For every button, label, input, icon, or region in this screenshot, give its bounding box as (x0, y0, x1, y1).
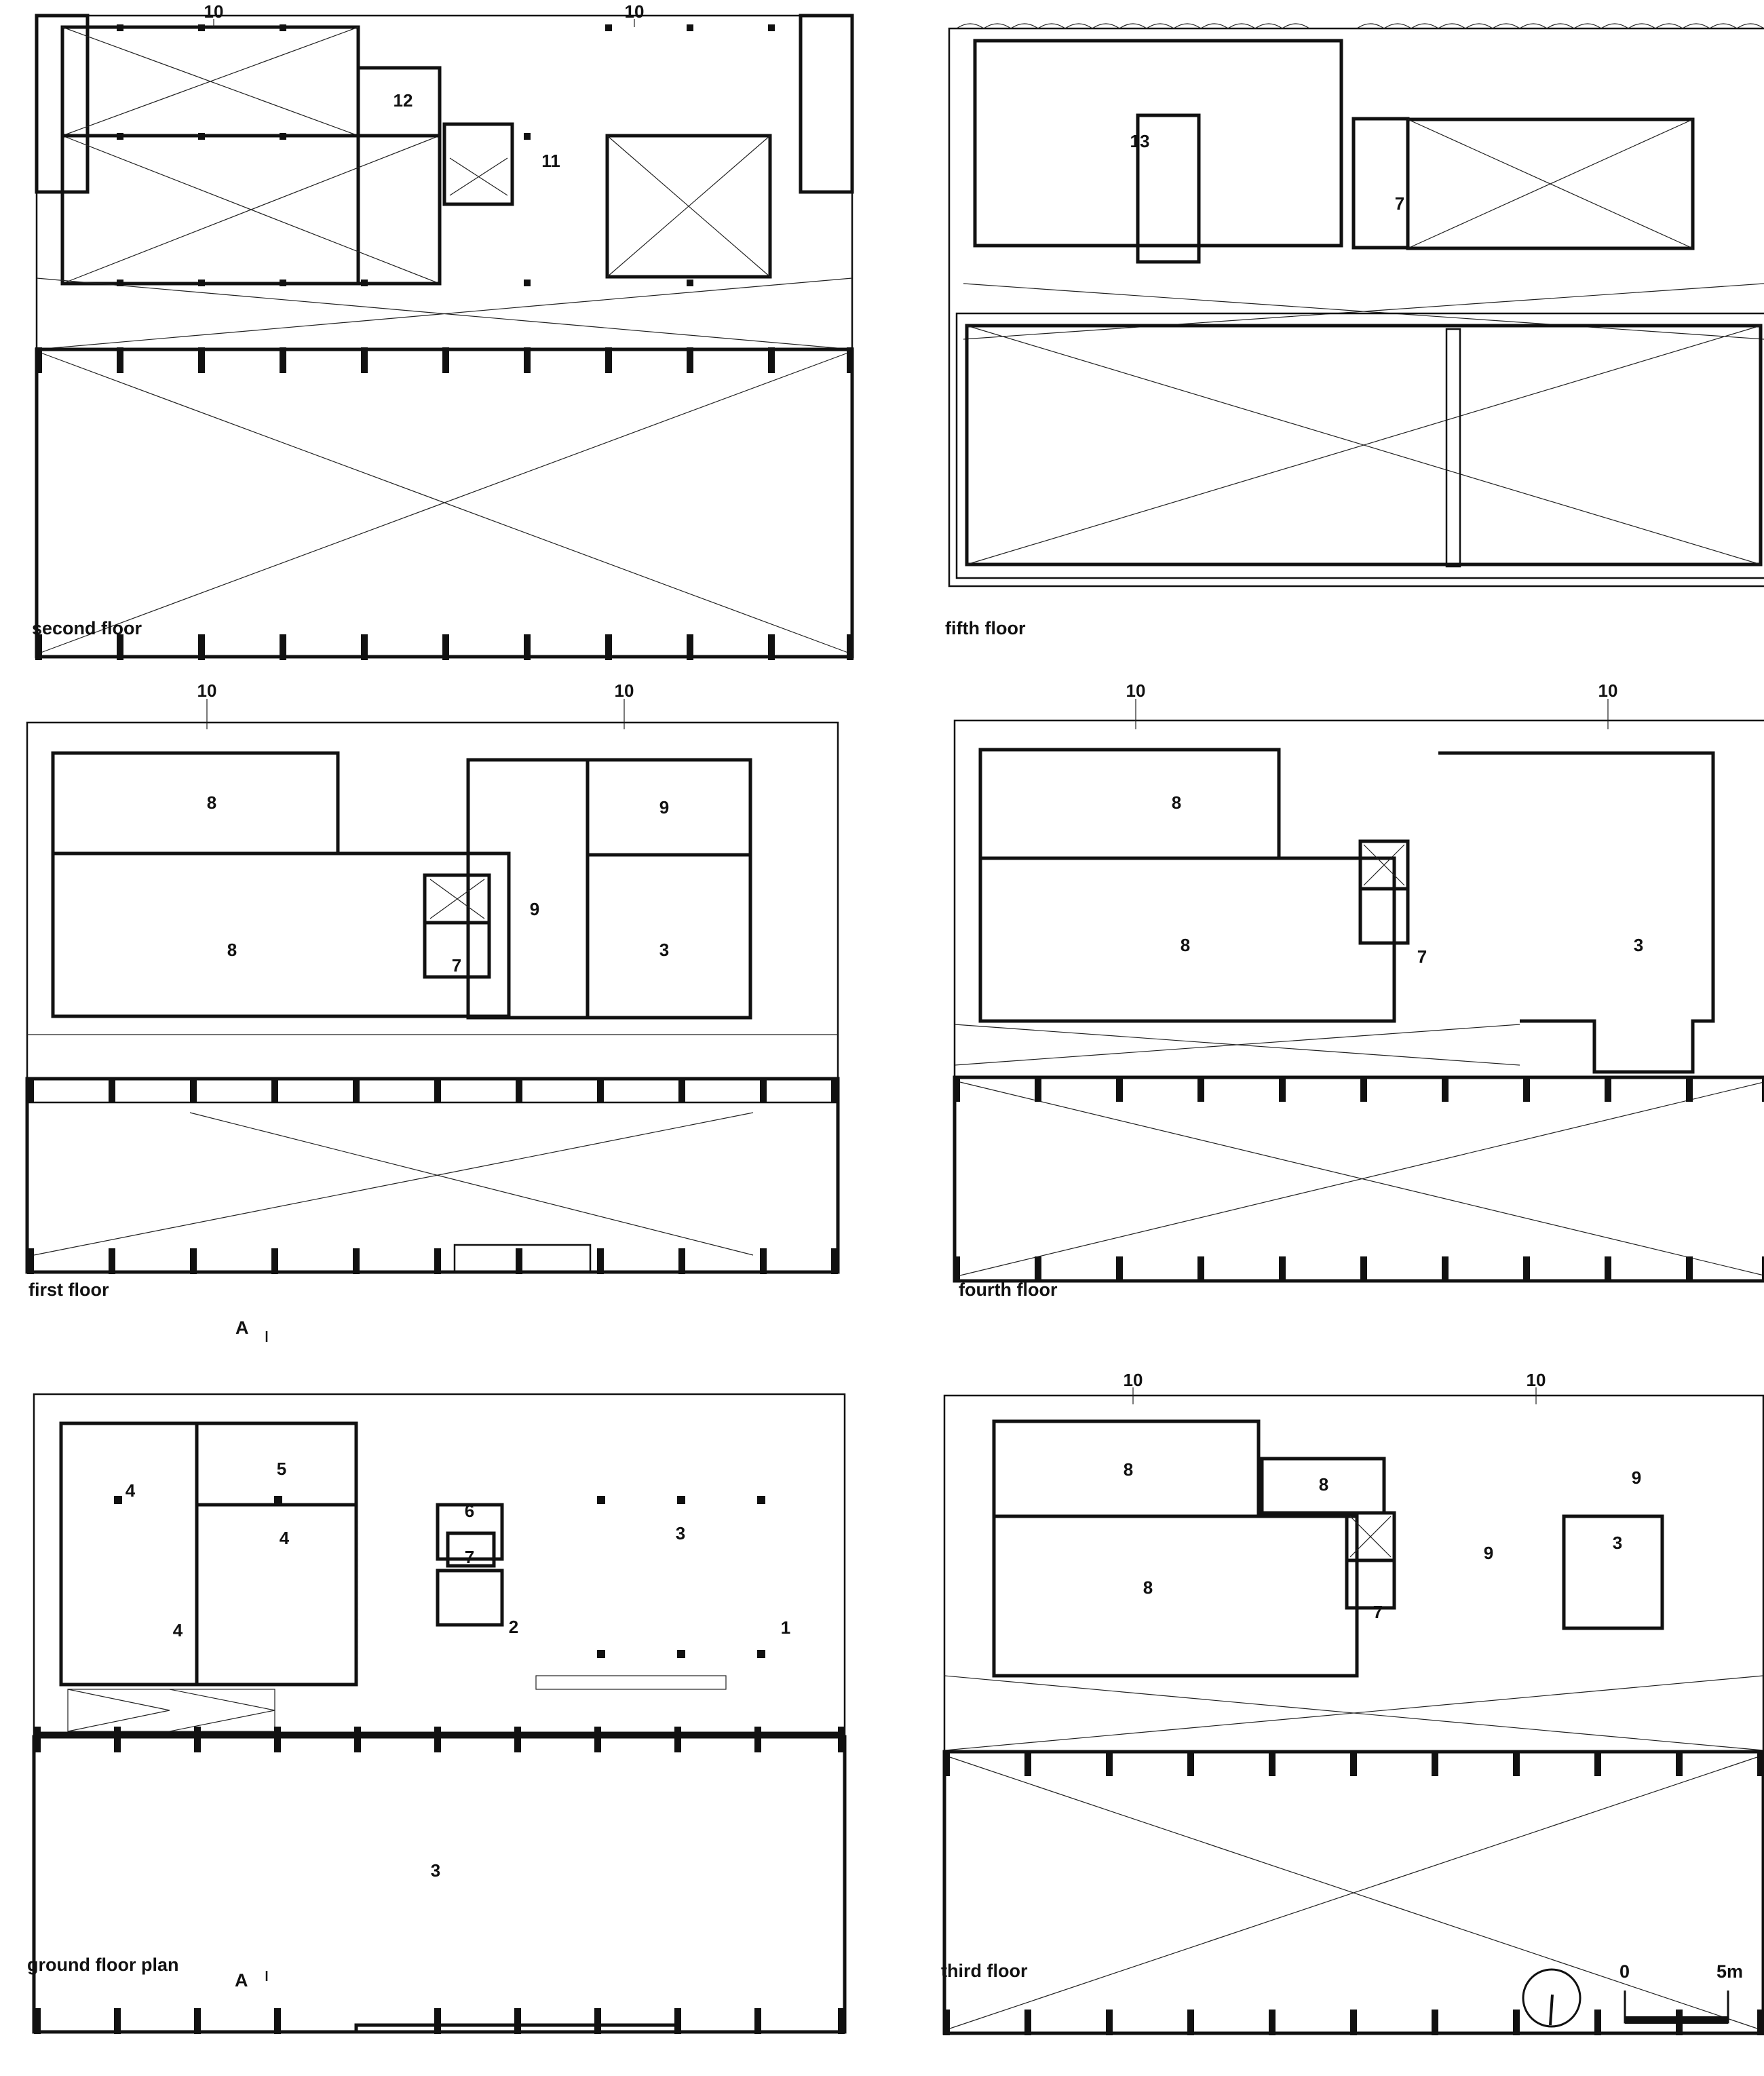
scale-start-label: 0 (1619, 1961, 1630, 1982)
room-label-first: 10 (615, 680, 634, 701)
room-label-ground: 3 (676, 1523, 685, 1543)
room-label-ground: 4 (126, 1480, 136, 1501)
room-label-fourth: 3 (1634, 935, 1643, 955)
room-label-third: 7 (1373, 1602, 1383, 1622)
caption-second-floor: second floor (32, 618, 142, 638)
room-label-fourth: 10 (1598, 680, 1618, 701)
room-label-ground: 4 (280, 1528, 290, 1548)
columns-first (27, 1077, 838, 1274)
plan-second-floor (35, 14, 854, 660)
facade-scallops-fifth (956, 23, 1764, 29)
legend: 0 5m (1522, 1961, 1743, 2028)
room-label-third: 9 (1632, 1467, 1641, 1488)
room-label-third: 8 (1319, 1474, 1328, 1495)
plan-first-floor (25, 699, 840, 1274)
room-label-first: 10 (197, 680, 217, 701)
room-label-second: 11 (541, 151, 560, 171)
room-label-second: 10 (625, 1, 645, 22)
room-label-third: 10 (1124, 1370, 1143, 1390)
room-label-ground: 4 (173, 1620, 183, 1640)
room-label-ground: 1 (781, 1617, 790, 1638)
caption-third-floor: third floor (941, 1961, 1028, 1981)
room-label-first: 9 (530, 899, 539, 919)
scale-end-label: 5m (1717, 1961, 1743, 1982)
room-label-fourth: 7 (1417, 946, 1427, 967)
room-label-second: 12 (394, 90, 413, 111)
plan-ground-floor (32, 1331, 847, 2034)
room-label-third: 10 (1527, 1370, 1546, 1390)
columns-ground (34, 1496, 845, 2034)
plan-fourth-floor (953, 699, 1764, 1283)
room-label-second: 10 (204, 1, 224, 22)
room-label-first: 8 (207, 792, 216, 813)
plan-third-floor (942, 1387, 1764, 2035)
room-label-third: 3 (1613, 1533, 1622, 1553)
room-label-first: 9 (659, 797, 669, 818)
room-label-ground: 3 (431, 1860, 440, 1881)
room-label-ground: 6 (465, 1501, 474, 1521)
caption-first-floor: first floor (28, 1280, 109, 1300)
columns-fourth (953, 1076, 1764, 1282)
caption-ground-floor: ground floor plan (27, 1955, 178, 1975)
room-label-ground: 5 (277, 1459, 286, 1479)
room-label-third: 9 (1484, 1543, 1493, 1563)
room-label-fifth: 7 (1395, 193, 1404, 214)
room-label-fourth: 8 (1172, 792, 1181, 813)
room-label-first: 8 (227, 940, 237, 960)
columns-second (35, 24, 854, 660)
columns-third (943, 1750, 1764, 2035)
caption-fifth-floor: fifth floor (945, 618, 1026, 638)
room-label-fourth: 8 (1181, 935, 1190, 955)
section-label-bottom: A (235, 1970, 248, 1991)
room-label-third: 8 (1124, 1459, 1133, 1480)
room-label-fourth: 10 (1126, 680, 1146, 701)
plan-fifth-floor (948, 23, 1764, 588)
room-label-first: 7 (452, 955, 461, 976)
room-label-first: 3 (659, 940, 669, 960)
room-label-fifth: 13 (1130, 131, 1150, 151)
north-arrow-icon (1522, 1968, 1581, 2028)
caption-fourth-floor: fourth floor (959, 1280, 1058, 1300)
room-label-ground: 7 (465, 1547, 474, 1567)
room-label-third: 8 (1143, 1577, 1153, 1598)
scale-bar: 0 5m (1619, 1961, 1743, 2024)
room-label-ground: 2 (509, 1617, 518, 1637)
section-label-top: A (235, 1318, 249, 1338)
